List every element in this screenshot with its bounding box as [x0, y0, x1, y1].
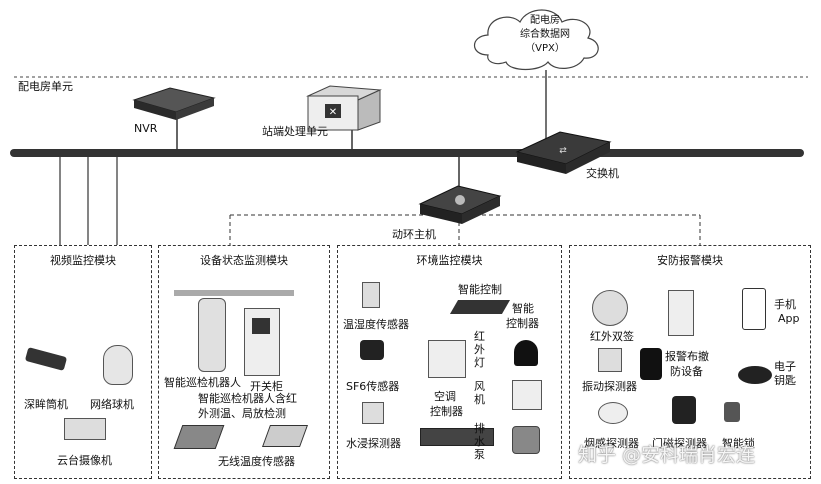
aircon-unit-icon	[420, 428, 494, 446]
equip-item-5: 无线温度传感器	[218, 455, 295, 468]
env-item-5: SF6传感器	[346, 380, 400, 393]
sec-item-11: 智能锁	[722, 437, 755, 450]
sf6-sensor-icon	[360, 340, 384, 360]
svg-text:✕: ✕	[329, 107, 337, 118]
sec-item-3: App	[778, 312, 800, 325]
smart-controller-icon	[449, 300, 511, 314]
cloud-shape	[473, 9, 599, 71]
ac-controller-icon	[428, 340, 466, 378]
switch-label: 交换机	[586, 167, 619, 180]
video-item-3: 云台摄像机	[57, 454, 112, 467]
env-item-8: 水浸探测器	[346, 437, 401, 450]
sec-item-1: 红外双签	[590, 330, 634, 343]
ptz-camera-icon	[64, 418, 106, 440]
security-module: 安防报警模块	[569, 245, 811, 479]
cloud-label-3: （VPX）	[525, 43, 565, 54]
env-item-6: 空调	[434, 390, 456, 403]
env-side-3: 排水泵	[474, 422, 485, 461]
equip-item-2: 开关柜	[250, 380, 283, 393]
phone-app-icon	[742, 288, 766, 330]
equipment-module-title: 设备状态监测模块	[200, 254, 288, 267]
sec-item-5: 防设备	[670, 365, 703, 378]
env-item-7: 控制器	[430, 405, 463, 418]
video-item-1: 深眸筒机	[24, 398, 68, 411]
sec-item-6: 振动探测器	[582, 380, 637, 393]
station-label: 站端处理单元	[262, 125, 328, 138]
switch-device: ⇄	[515, 131, 612, 174]
sec-item-7: 电子	[774, 360, 796, 373]
env-side-1: 红外灯	[474, 330, 485, 369]
sec-item-10: 门磁探测器	[652, 437, 707, 450]
nvr-label: NVR	[134, 122, 158, 135]
smoke-detector-icon	[598, 402, 628, 424]
video-module-title: 视频监控模块	[50, 254, 116, 267]
env-side-2: 风机	[474, 380, 485, 406]
security-module-title: 安防报警模块	[657, 254, 723, 267]
water-sensor-icon	[362, 402, 384, 424]
environment-module-title: 环境监控模块	[416, 254, 483, 267]
env-item-2: 温湿度传感器	[343, 318, 409, 331]
cloud-label-1: 配电房	[530, 15, 560, 26]
electronic-key-icon	[738, 366, 772, 384]
sec-item-4: 报警布撤	[665, 350, 709, 363]
equip-item-1: 智能巡检机器人	[164, 376, 241, 389]
host-device	[418, 185, 502, 224]
cabinet-screen	[252, 318, 270, 334]
temp-sensor-1-icon	[173, 425, 225, 449]
equip-item-3: 智能巡检机器人含红	[198, 392, 297, 405]
robot-rail	[174, 290, 294, 296]
vibration-detector-icon	[598, 348, 622, 372]
equip-item-4: 外测温、局放检测	[198, 407, 286, 420]
fan-icon	[512, 380, 542, 410]
infrared-lamp-icon	[514, 340, 538, 366]
video-item-2: 网络球机	[90, 398, 134, 411]
infrared-dual-icon	[592, 290, 628, 326]
host-label: 动环主机	[392, 228, 436, 241]
svg-text:⇄: ⇄	[559, 146, 567, 156]
env-item-4: 控制器	[506, 317, 539, 330]
humidity-sensor-icon	[362, 282, 380, 308]
env-item-1: 智能控制	[458, 283, 502, 296]
cloud-label-2: 综合数据网	[520, 29, 570, 40]
robot-icon	[198, 298, 226, 372]
sec-item-2: 手机	[774, 298, 796, 311]
door-sensor-icon	[672, 396, 696, 424]
sec-item-8: 钥匙	[774, 374, 796, 387]
dome-camera-icon	[103, 345, 133, 385]
room-unit-label: 配电房单元	[18, 80, 73, 93]
drain-pump-icon	[512, 426, 540, 454]
station-device: ✕	[306, 85, 382, 131]
nvr-device	[132, 87, 216, 120]
watermark: 知乎 @安科瑞肖宏连	[578, 444, 756, 466]
switch-cabinet-icon	[244, 308, 280, 376]
alarm-device-icon	[640, 348, 662, 380]
temp-sensor-2-icon	[261, 425, 309, 447]
smart-lock-icon	[724, 402, 740, 422]
sec-item-9: 烟感探测器	[584, 437, 639, 450]
alarm-panel-icon	[668, 290, 694, 336]
env-item-3: 智能	[512, 302, 534, 315]
